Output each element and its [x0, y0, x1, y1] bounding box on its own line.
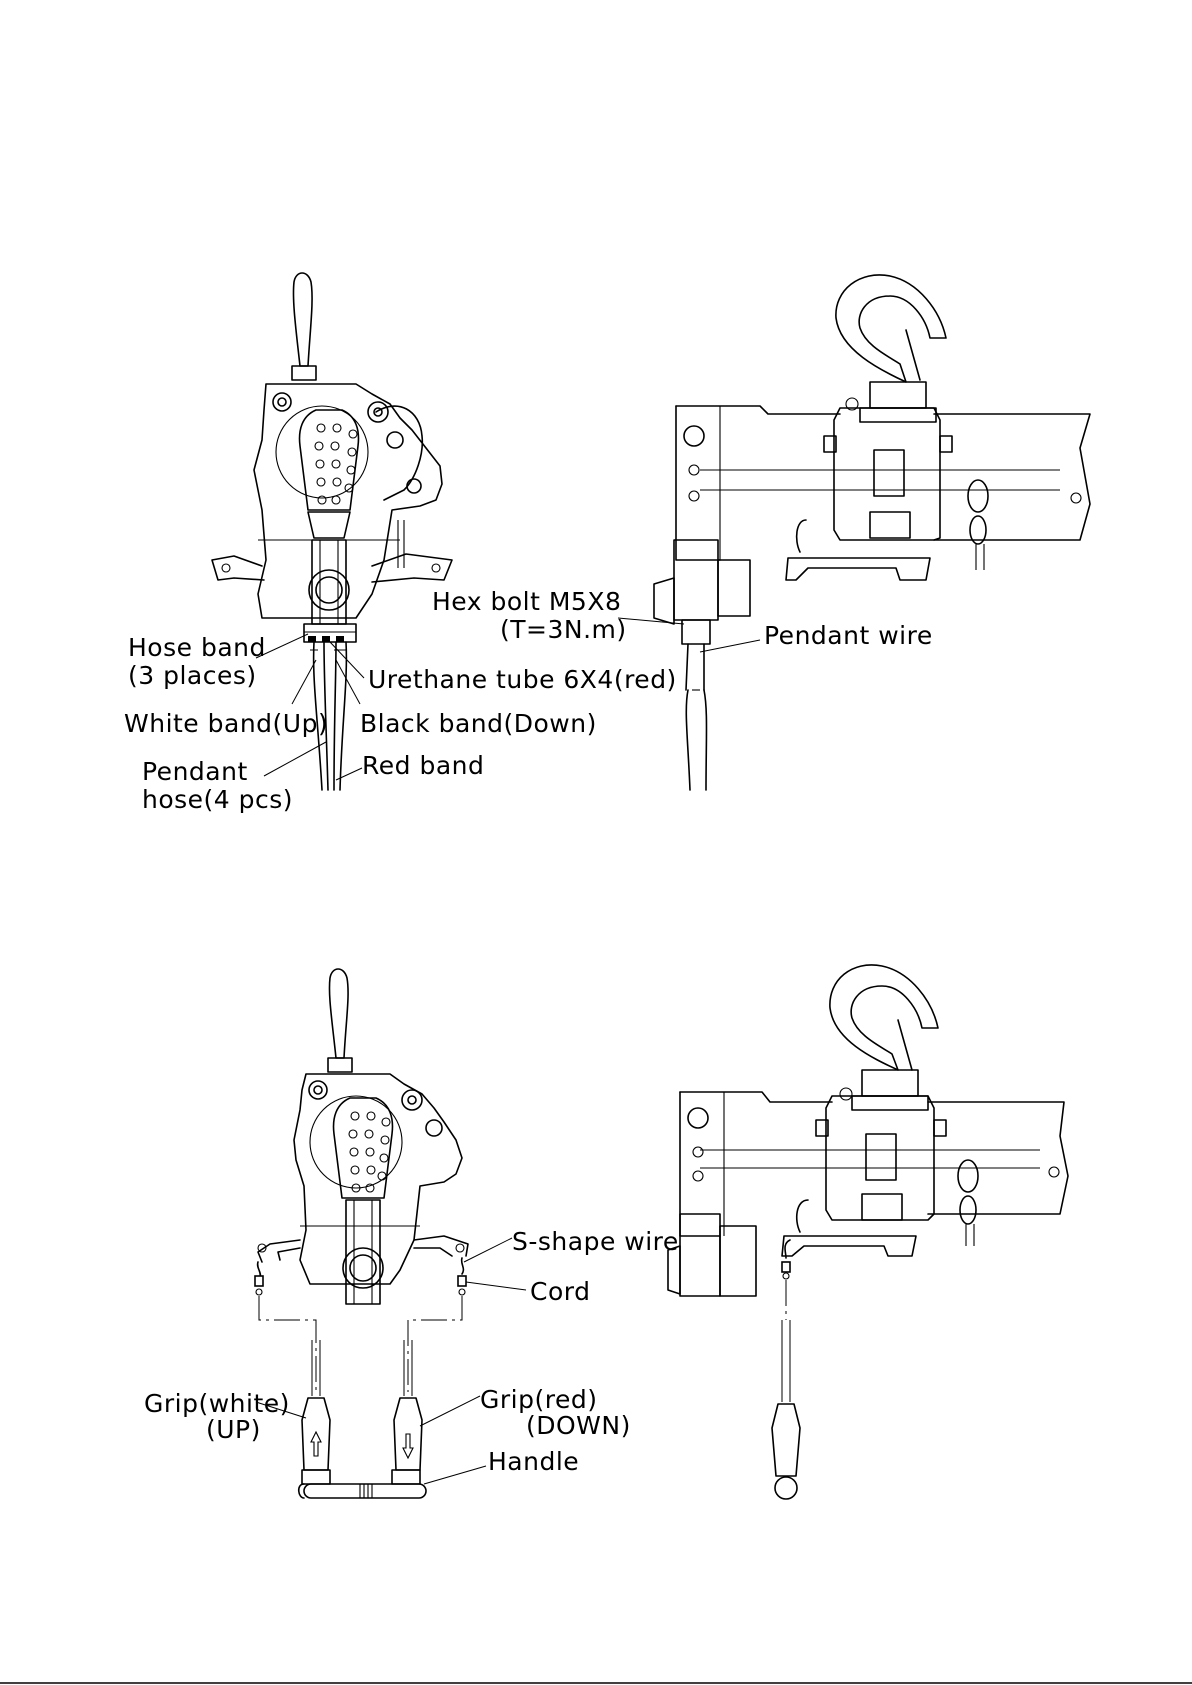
valve-dots — [315, 424, 357, 504]
leader-lines — [256, 618, 760, 1484]
callout-labels: Hose band (3 places) White band(Up) Pend… — [124, 587, 933, 1476]
label-red-band: Red band — [362, 751, 484, 780]
label-grip-red: Grip(red) — [480, 1385, 597, 1414]
label-cord: Cord — [530, 1277, 590, 1306]
label-pendant-hose: Pendant — [142, 757, 248, 786]
label-s-shape-wire: S-shape wire — [512, 1227, 679, 1256]
label-grip-white-up: (UP) — [206, 1415, 261, 1444]
label-black-band: Black band(Down) — [360, 709, 597, 738]
label-grip-white: Grip(white) — [144, 1389, 290, 1418]
front-view-cord-grips — [255, 969, 468, 1498]
label-hex-bolt: Hex bolt M5X8 — [432, 587, 621, 616]
side-view-cord — [668, 965, 1068, 1499]
label-handle: Handle — [488, 1447, 579, 1476]
label-hose-band: Hose band — [128, 633, 266, 662]
label-pendant-wire: Pendant wire — [764, 621, 933, 650]
label-white-band: White band(Up) — [124, 709, 328, 738]
side-view-pendant-wire — [654, 275, 1090, 790]
label-hose-band-places: (3 places) — [128, 661, 257, 690]
label-urethane-tube: Urethane tube 6X4(red) — [368, 665, 677, 694]
label-pendant-hose-count: hose(4 pcs) — [142, 785, 293, 814]
label-hex-bolt-torque: (T=3N.m) — [500, 615, 627, 644]
valve-dots-lower — [349, 1112, 390, 1192]
label-grip-red-down: (DOWN) — [526, 1411, 631, 1440]
